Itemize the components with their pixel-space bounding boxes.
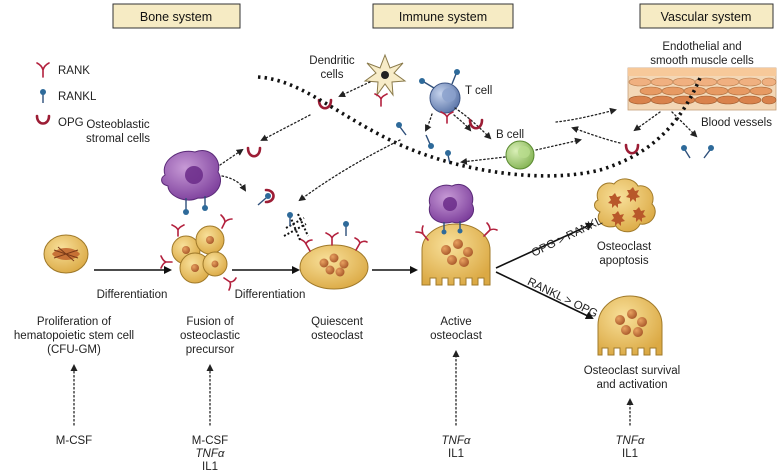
- stromal-opg: [246, 146, 262, 158]
- apoptosis-label-1: Osteoclast: [597, 241, 652, 253]
- tcell-to-rankl-arrow: [425, 113, 433, 132]
- factor-tnfa-3: TNFα: [442, 435, 471, 447]
- dendritic-label-2: cells: [320, 69, 343, 81]
- quiescent-label-1: Quiescent: [311, 316, 364, 328]
- header-immune: Immune system: [372, 3, 514, 29]
- factor-tnfa-2: TNFα: [196, 448, 225, 460]
- dendritic-label-1: Dendritic: [309, 55, 355, 67]
- header-bone: Bone system: [112, 3, 241, 29]
- quiescent-label-2: osteoclast: [311, 330, 364, 342]
- dendritic-opg-to-stromal-arrow: [260, 114, 311, 141]
- tcell-rankl-1: [396, 122, 407, 136]
- hematopoietic-stem-cell: [43, 234, 89, 274]
- factor-tnfa-4: TNFα: [616, 435, 645, 447]
- b-cell-label: B cell: [496, 129, 524, 141]
- stromal-to-rankl-arrow: [221, 175, 247, 192]
- vascular-to-immune-arrow: [571, 126, 621, 144]
- osteoblastic-label-1: Osteoblastic: [86, 119, 150, 131]
- apoptotic-osteoclast: [594, 178, 656, 233]
- fusion-label-3: precursor: [186, 344, 235, 356]
- stromal-to-opg-arrow: [219, 148, 244, 166]
- b-cell: [505, 140, 535, 170]
- tcell-opg: [468, 118, 484, 130]
- vascular-opg: [624, 143, 640, 155]
- header-vascular-label: Vascular system: [661, 10, 752, 24]
- tcell-to-opg-arrow: [453, 114, 472, 132]
- osteoblastic-stromal-cell: [161, 150, 221, 215]
- factor-il1-3: IL1: [448, 448, 464, 460]
- vascular-to-opg-arrow: [633, 111, 661, 132]
- rankl-gt-opg-label: RANKL > OPG: [525, 276, 599, 320]
- tcell-rankl-2: [425, 134, 434, 149]
- endothelial-label-2: smooth muscle cells: [650, 55, 754, 67]
- dendritic-cell: [363, 53, 407, 107]
- blood-vessels-label: Blood vessels: [701, 117, 772, 129]
- osteoblastic-label-2: stromal cells: [86, 133, 150, 145]
- rank-receptor-icon: [36, 62, 50, 78]
- quiescent-rankl: [287, 212, 349, 236]
- surviving-osteoclast: [597, 295, 663, 356]
- osteoclastic-precursor: [160, 214, 237, 291]
- t-cell: [419, 69, 461, 124]
- quiescent-osteoclast: [299, 232, 369, 290]
- arrow-to-survival: [495, 271, 594, 320]
- endothelial-layer: [627, 67, 777, 111]
- endothelial-label-1: Endothelial and: [662, 41, 741, 53]
- fusion-label-2: osteoclastic: [180, 330, 240, 342]
- differentiation-label-2: Differentiation: [235, 289, 306, 301]
- fusion-label-1: Fusion of: [186, 316, 234, 328]
- active-label-2: osteoclast: [430, 330, 483, 342]
- rankl-ligand-icon: [40, 89, 46, 103]
- survival-label-1: Osteoclast survival: [584, 365, 681, 377]
- stromal-rankl-opg: [257, 188, 275, 206]
- legend-rankl-label: RANKL: [58, 91, 97, 103]
- survival-label-2: and activation: [597, 379, 668, 391]
- prolif-label-2: hematopoietic stem cell: [14, 330, 134, 342]
- block-hatch: [283, 213, 309, 241]
- crosstalk-arc: [257, 75, 702, 178]
- bcell-to-vascular-arrow: [535, 137, 582, 151]
- vascular-rankl-2: [703, 145, 714, 159]
- factor-il1-4: IL1: [622, 448, 638, 460]
- header-immune-label: Immune system: [399, 10, 487, 24]
- tcell-to-bcell-arrow: [454, 107, 492, 140]
- tcell-to-quiescent-arrow: [298, 139, 401, 202]
- vascular-rankl-1: [681, 145, 691, 159]
- active-label-1: Active: [440, 316, 471, 328]
- opg-decoy-icon: [35, 114, 51, 125]
- bcell-to-rankl-arrow: [460, 156, 506, 165]
- prolif-label-1: Proliferation of: [37, 316, 112, 328]
- vascular-to-rankl-arrow: [671, 111, 698, 138]
- factor-il1-2: IL1: [202, 461, 218, 473]
- factor-mcsf-1: M-CSF: [56, 435, 92, 447]
- header-vascular: Vascular system: [639, 3, 774, 29]
- prolif-label-3: (CFU-GM): [47, 344, 101, 356]
- active-stromal-cell: [428, 184, 474, 235]
- active-osteoclast: [415, 222, 498, 286]
- apoptosis-label-2: apoptosis: [599, 255, 648, 267]
- factor-mcsf-2: M-CSF: [192, 435, 228, 447]
- opg-gt-rankl-label: OPG > RANKL: [530, 215, 605, 260]
- legend-rank-label: RANK: [58, 65, 90, 77]
- dendritic-opg: [317, 98, 333, 110]
- legend-opg-label: OPG: [58, 117, 84, 129]
- t-cell-label: T cell: [465, 85, 492, 97]
- arrow-to-apoptosis: [495, 222, 594, 269]
- legend: RANK RANKL OPG: [35, 62, 97, 129]
- header-bone-label: Bone system: [140, 10, 212, 24]
- differentiation-label-1: Differentiation: [97, 289, 168, 301]
- dendritic-to-opg-arrow: [338, 81, 371, 98]
- immune-to-vascular-arrow: [555, 107, 617, 123]
